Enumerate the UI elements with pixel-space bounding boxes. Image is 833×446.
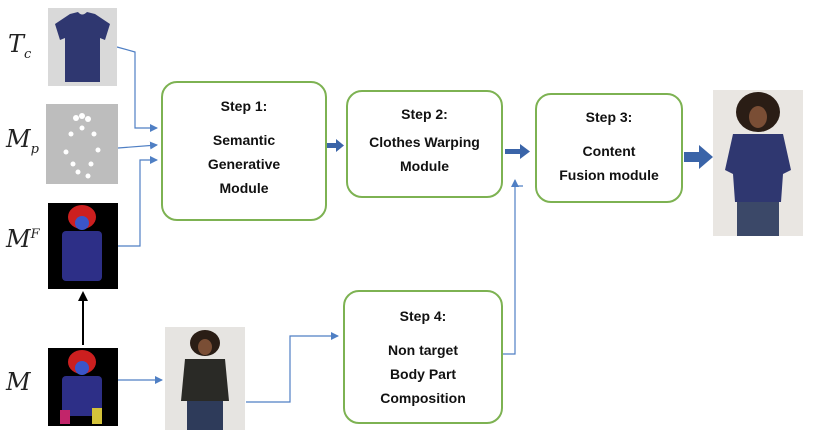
arrow-step4-to-step3 [503, 185, 523, 355]
label-mp: Mp [6, 125, 39, 157]
step4-line1: Non target [388, 342, 458, 358]
arrow-step1-to-step2 [327, 139, 344, 152]
step1-line3: Module [219, 180, 269, 196]
step1-box: Step 1: Semantic Generative Module [161, 81, 327, 221]
arrow-mf-to-step1 [118, 156, 158, 247]
arrow-person-to-step4 [246, 332, 339, 403]
tshirt-image [48, 8, 117, 86]
label-m: M [6, 368, 31, 396]
step1-line2: Generative [207, 156, 281, 172]
output-person-image [713, 90, 803, 236]
label-mf: MF [6, 225, 40, 253]
arrow-tc-to-step1 [116, 46, 158, 132]
step3-title: Step 3: [585, 109, 633, 125]
label-tc: Tc [8, 30, 31, 62]
step3-line2: Fusion module [559, 167, 659, 183]
step4-box: Step 4: Non target Body Part Composition [343, 290, 503, 424]
step2-line2: Module [400, 158, 449, 174]
step3-line1: Content [582, 143, 636, 159]
step2-box: Step 2: Clothes Warping Module [346, 90, 503, 198]
step1-title: Step 1: [220, 98, 268, 114]
keypoints-image [46, 104, 118, 184]
step2-title: Step 2: [401, 106, 448, 122]
step2-line1: Clothes Warping [369, 134, 480, 150]
step3-box: Step 3: Content Fusion module [535, 93, 683, 203]
label-mp-main: M [6, 125, 31, 153]
step4-line3: Composition [380, 390, 466, 406]
step4-line2: Body Part [389, 366, 457, 382]
step1-line1: Semantic [212, 132, 276, 148]
label-mf-main: M [6, 225, 31, 253]
m-segmentation-image [48, 348, 118, 426]
label-mp-sub: p [30, 141, 39, 157]
step4-title: Step 4: [399, 308, 447, 324]
label-mf-sup: F [30, 227, 40, 242]
mf-segmentation-image [48, 203, 118, 289]
arrow-step2-to-step3 [505, 144, 530, 159]
person-input-image [165, 327, 245, 430]
label-m-main: M [6, 368, 31, 396]
arrow-step3-to-output [684, 145, 713, 169]
label-tc-sub: c [24, 46, 32, 62]
label-tc-main: T [8, 30, 25, 58]
arrow-mp-to-step1 [117, 141, 158, 150]
